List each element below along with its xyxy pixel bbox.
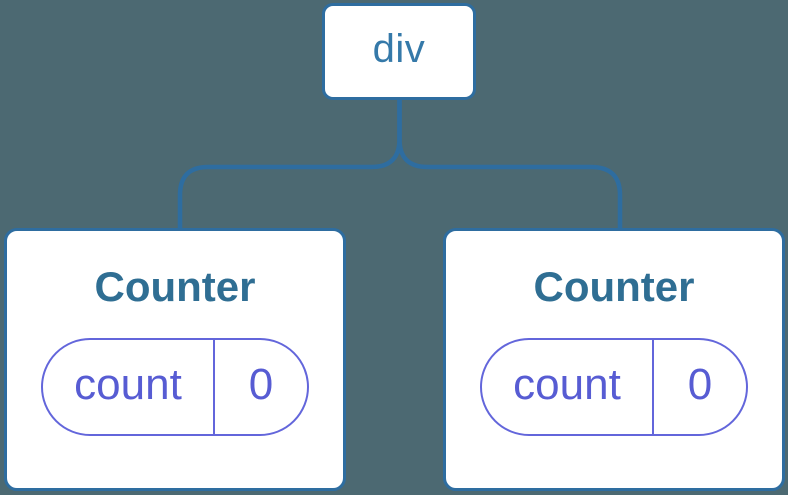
state-value: 0: [248, 359, 274, 409]
component-title: Counter: [533, 263, 695, 310]
connector-left-branch: [177, 99, 402, 231]
state-value: 0: [687, 359, 713, 409]
tree-node-div: div: [322, 3, 476, 100]
component-title: Counter: [94, 263, 256, 310]
connector-right-branch: [397, 99, 623, 231]
state-key-cell: count: [482, 340, 654, 435]
state-key: count: [513, 359, 621, 409]
state-key-cell: count: [43, 340, 215, 435]
state-value-cell: 0: [654, 340, 746, 434]
state-badge: count 0: [480, 338, 748, 437]
state-badge: count 0: [41, 338, 309, 437]
tree-node-label: div: [372, 27, 426, 71]
component-card-counter-right: Counter count 0: [443, 228, 785, 491]
component-card-counter-left: Counter count 0: [4, 228, 346, 491]
state-key: count: [74, 359, 182, 409]
state-value-cell: 0: [215, 340, 307, 434]
